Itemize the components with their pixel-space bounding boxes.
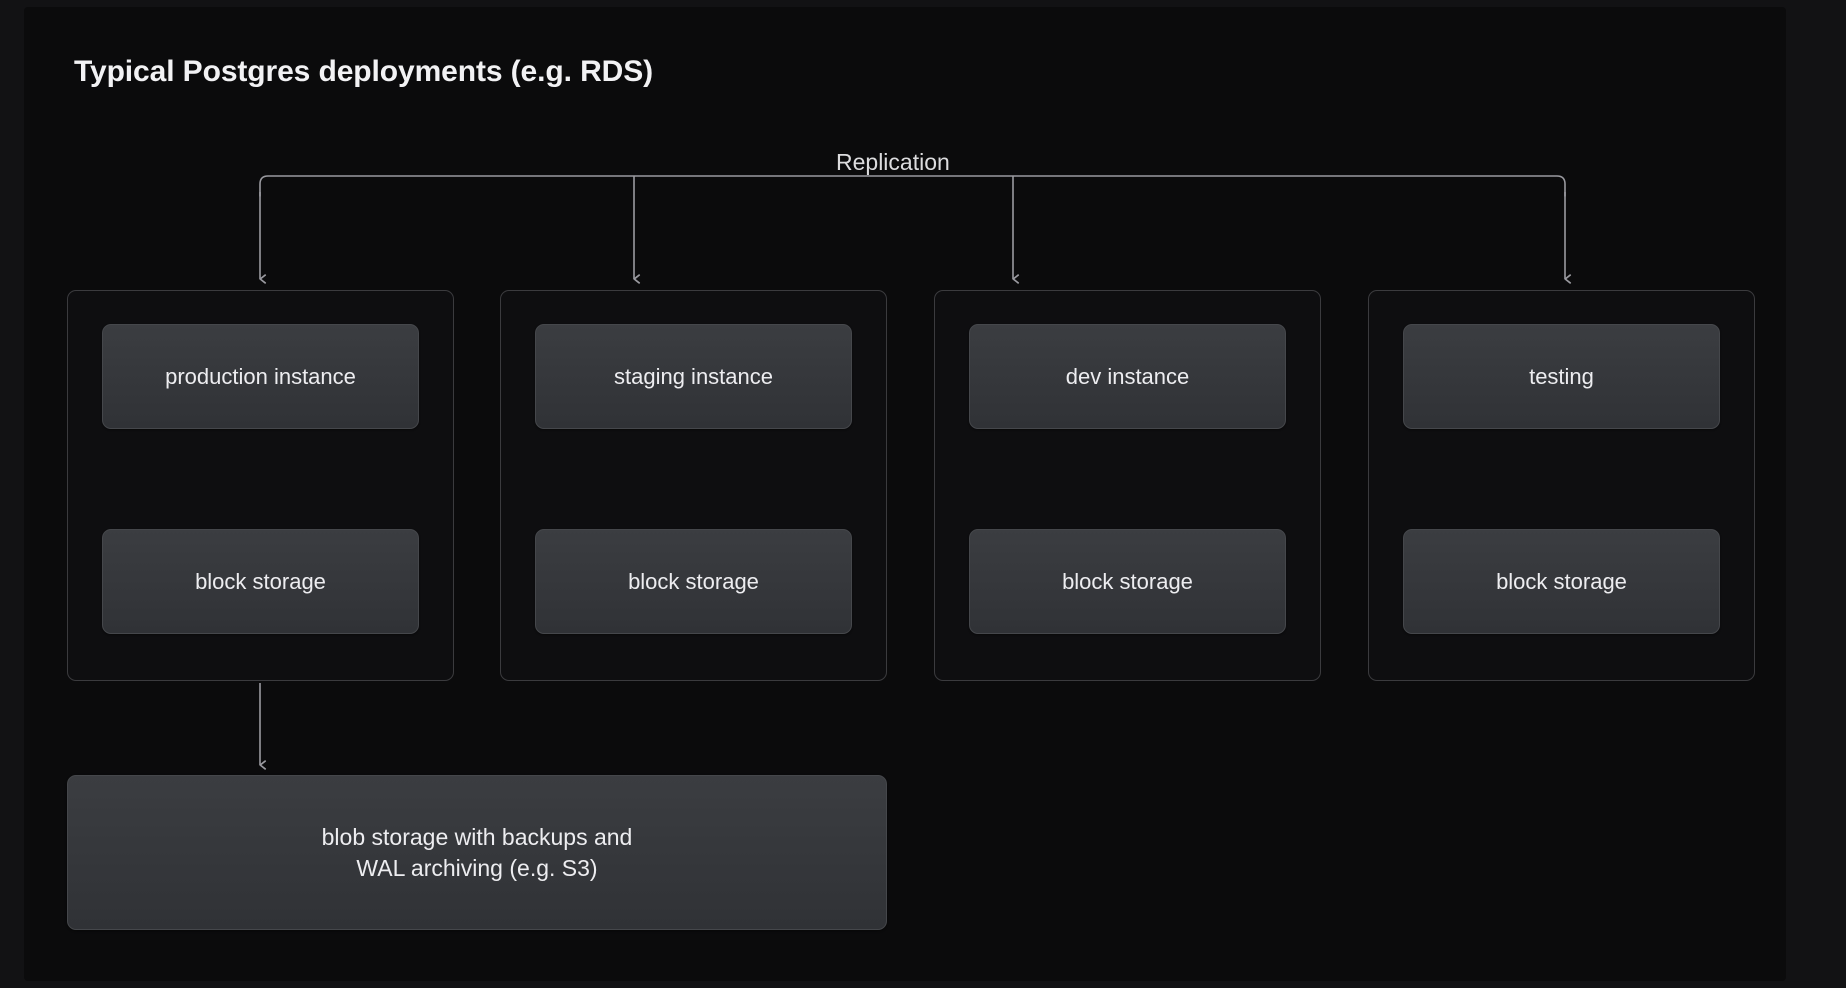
node-block-storage-production[interactable]: block storage — [102, 529, 419, 634]
node-production-instance[interactable]: production instance — [102, 324, 419, 429]
node-label: production instance — [165, 363, 356, 389]
deployment-group-testing[interactable]: testing block storage — [1368, 290, 1755, 681]
node-dev-instance[interactable]: dev instance — [969, 324, 1286, 429]
page-title: Typical Postgres deployments (e.g. RDS) — [74, 55, 654, 88]
deployment-group-production[interactable]: production instance block storage — [67, 290, 454, 681]
node-staging-instance[interactable]: staging instance — [535, 324, 852, 429]
node-blob-storage[interactable]: blob storage with backups and WAL archiv… — [67, 775, 887, 930]
node-block-storage-testing[interactable]: block storage — [1403, 529, 1720, 634]
node-testing-instance[interactable]: testing — [1403, 324, 1720, 429]
deployment-group-dev[interactable]: dev instance block storage — [934, 290, 1321, 681]
node-label: block storage — [628, 568, 759, 594]
diagram-canvas: Typical Postgres deployments (e.g. RDS) … — [24, 7, 1786, 981]
node-block-storage-dev[interactable]: block storage — [969, 529, 1286, 634]
node-block-storage-staging[interactable]: block storage — [535, 529, 852, 634]
node-label: testing — [1529, 363, 1594, 389]
deployment-group-staging[interactable]: staging instance block storage — [500, 290, 887, 681]
replication-label: Replication — [836, 149, 950, 175]
node-label: block storage — [195, 568, 326, 594]
node-label: block storage — [1062, 568, 1193, 594]
node-label: staging instance — [614, 363, 773, 389]
replication-bus — [259, 175, 1566, 197]
node-label: dev instance — [1065, 363, 1190, 389]
node-label: block storage — [1496, 568, 1627, 594]
blob-storage-line-2: WAL archiving (e.g. S3) — [356, 854, 598, 881]
blob-storage-line-1: blob storage with backups and — [321, 824, 633, 851]
